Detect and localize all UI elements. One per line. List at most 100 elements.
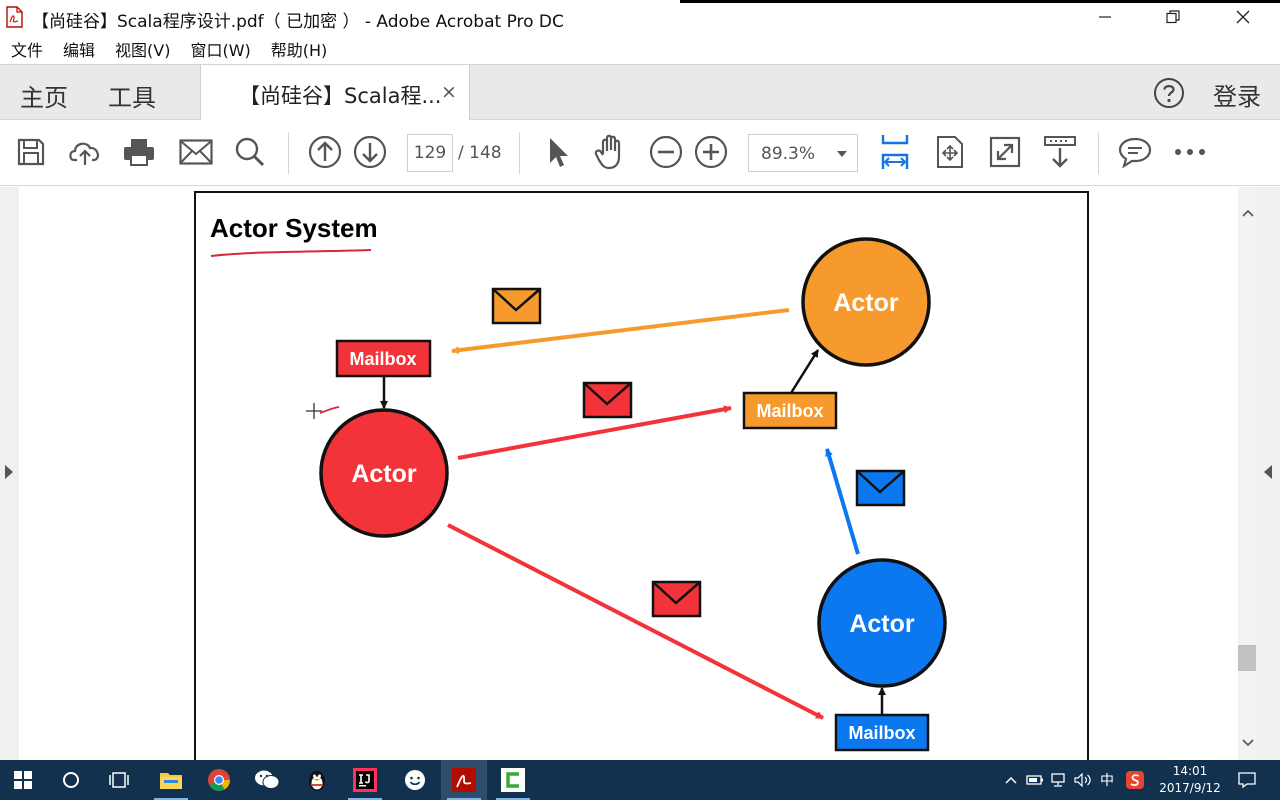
actor-node-orange: Actor: [801, 237, 931, 367]
close-window-button[interactable]: [1220, 0, 1266, 34]
tray-show-hidden[interactable]: [1000, 760, 1022, 800]
taskbar-camtasia[interactable]: [490, 760, 536, 800]
battery-icon: [1026, 774, 1044, 786]
clock-date: 2017/9/12: [1159, 781, 1221, 795]
smiley-icon: [404, 769, 426, 791]
actor-node-blue: Actor: [817, 558, 947, 688]
toolbar-separator: [519, 132, 520, 174]
scrollbar-thumb[interactable]: [1238, 645, 1258, 671]
actor-label: Actor: [849, 610, 915, 638]
mail-icon: [179, 139, 213, 165]
fit-width-button[interactable]: [877, 134, 913, 170]
chevron-up-icon[interactable]: [1242, 209, 1254, 217]
taskbar-intellij[interactable]: [342, 760, 388, 800]
tray-ime[interactable]: 中: [1100, 773, 1114, 789]
right-panel-toggle[interactable]: [1256, 187, 1280, 760]
mailbox-label: Mailbox: [756, 401, 823, 421]
task-view-button[interactable]: [96, 760, 142, 800]
tab-home[interactable]: 主页: [20, 84, 68, 112]
save-icon: [15, 136, 47, 168]
search-button[interactable]: [232, 134, 268, 170]
pdf-page: Actor System: [194, 191, 1089, 766]
taskbar-chrome[interactable]: [196, 760, 242, 800]
sogou-icon: [1126, 771, 1144, 789]
taskbar-acrobat[interactable]: [441, 760, 487, 800]
tray-sogou-input[interactable]: [1122, 760, 1148, 800]
message-arrow-orange: [451, 308, 790, 355]
vertical-scrollbar[interactable]: [1238, 187, 1258, 760]
left-panel-toggle[interactable]: [0, 187, 19, 760]
tray-battery[interactable]: [1024, 760, 1046, 800]
scroll-mode-button[interactable]: [1042, 134, 1078, 170]
tray-network[interactable]: [1048, 760, 1070, 800]
search-icon: [234, 136, 266, 168]
title-accent-line: [680, 0, 1280, 3]
email-button[interactable]: [178, 134, 214, 170]
taskbar-qq[interactable]: [294, 760, 340, 800]
message-arrow-red-to-orange-mailbox: [457, 405, 732, 460]
restore-icon: [1166, 10, 1180, 24]
action-center-button[interactable]: [1234, 760, 1260, 800]
hand-tool-button[interactable]: [593, 134, 629, 170]
network-icon: [1050, 772, 1068, 788]
speaker-icon: [1074, 773, 1092, 787]
actor-node-red: Actor: [319, 408, 449, 538]
intellij-icon: [353, 768, 377, 792]
taskbar-wechat[interactable]: [244, 760, 290, 800]
scroll-down-icon: [1043, 135, 1077, 169]
menu-help[interactable]: 帮助(H): [270, 41, 328, 60]
tray-volume[interactable]: [1072, 760, 1094, 800]
login-link[interactable]: 登录: [1213, 83, 1261, 111]
taskbar-smiley-app[interactable]: [392, 760, 438, 800]
taskbar: 中 14:01 2017/9/12: [0, 760, 1280, 800]
menu-file[interactable]: 文件: [11, 41, 44, 60]
mailbox-label: Mailbox: [848, 723, 915, 743]
more-tools-button[interactable]: [1172, 134, 1208, 170]
envelope-icon: [855, 469, 906, 507]
page-number-input[interactable]: 129: [407, 134, 453, 172]
tab-document[interactable]: 【尚硅谷】Scala程... ×: [200, 65, 470, 121]
search-cortana-button[interactable]: [48, 760, 94, 800]
rotate-view-button[interactable]: [932, 134, 968, 170]
help-icon[interactable]: [1153, 77, 1185, 109]
chevron-down-icon[interactable]: [1242, 739, 1254, 747]
message-arrow-blue: [825, 448, 860, 555]
start-button[interactable]: [0, 760, 46, 800]
document-area[interactable]: Actor System: [0, 187, 1280, 766]
menu-view[interactable]: 视图(V): [115, 41, 171, 60]
comment-button[interactable]: [1117, 134, 1153, 170]
minimize-icon: [1099, 11, 1111, 23]
expand-right-panel-icon: [1264, 465, 1272, 479]
envelope-icon: [582, 381, 633, 419]
minimize-button[interactable]: [1082, 0, 1128, 34]
zoom-in-button[interactable]: [693, 134, 729, 170]
previous-page-button[interactable]: [307, 134, 343, 170]
next-page-button[interactable]: [352, 134, 388, 170]
task-view-icon: [108, 772, 130, 788]
system-clock[interactable]: 14:01 2017/9/12: [1150, 763, 1230, 797]
menu-edit[interactable]: 编辑: [63, 41, 96, 60]
clock-time: 14:01: [1172, 764, 1208, 778]
window-title: 【尚硅谷】Scala程序设计.pdf（ 已加密 ） - Adobe Acroba…: [32, 12, 564, 32]
zoom-out-button[interactable]: [648, 134, 684, 170]
print-button[interactable]: [121, 134, 157, 170]
windows-logo-icon: [14, 771, 32, 789]
minus-circle-icon: [649, 135, 683, 169]
tab-tools[interactable]: 工具: [108, 84, 156, 112]
select-tool-button[interactable]: [539, 134, 575, 170]
save-button[interactable]: [13, 134, 49, 170]
printer-icon: [122, 136, 156, 168]
document-tab-label: 【尚硅谷】Scala程...: [239, 84, 442, 108]
full-screen-button[interactable]: [987, 134, 1023, 170]
close-tab-button[interactable]: ×: [441, 81, 457, 103]
folder-icon: [159, 770, 183, 790]
toolbar: 129 / 148 89.3%: [0, 120, 1280, 186]
connector-orange-mailbox: [789, 349, 820, 394]
menu-window[interactable]: 窗口(W): [190, 41, 251, 60]
restore-button[interactable]: [1150, 0, 1196, 34]
arrow-down-circle-icon: [353, 135, 387, 169]
zoom-level-select[interactable]: 89.3%: [748, 134, 858, 172]
taskbar-file-explorer[interactable]: [148, 760, 194, 800]
chevron-up-icon: [1005, 776, 1017, 784]
upload-cloud-button[interactable]: [67, 134, 103, 170]
